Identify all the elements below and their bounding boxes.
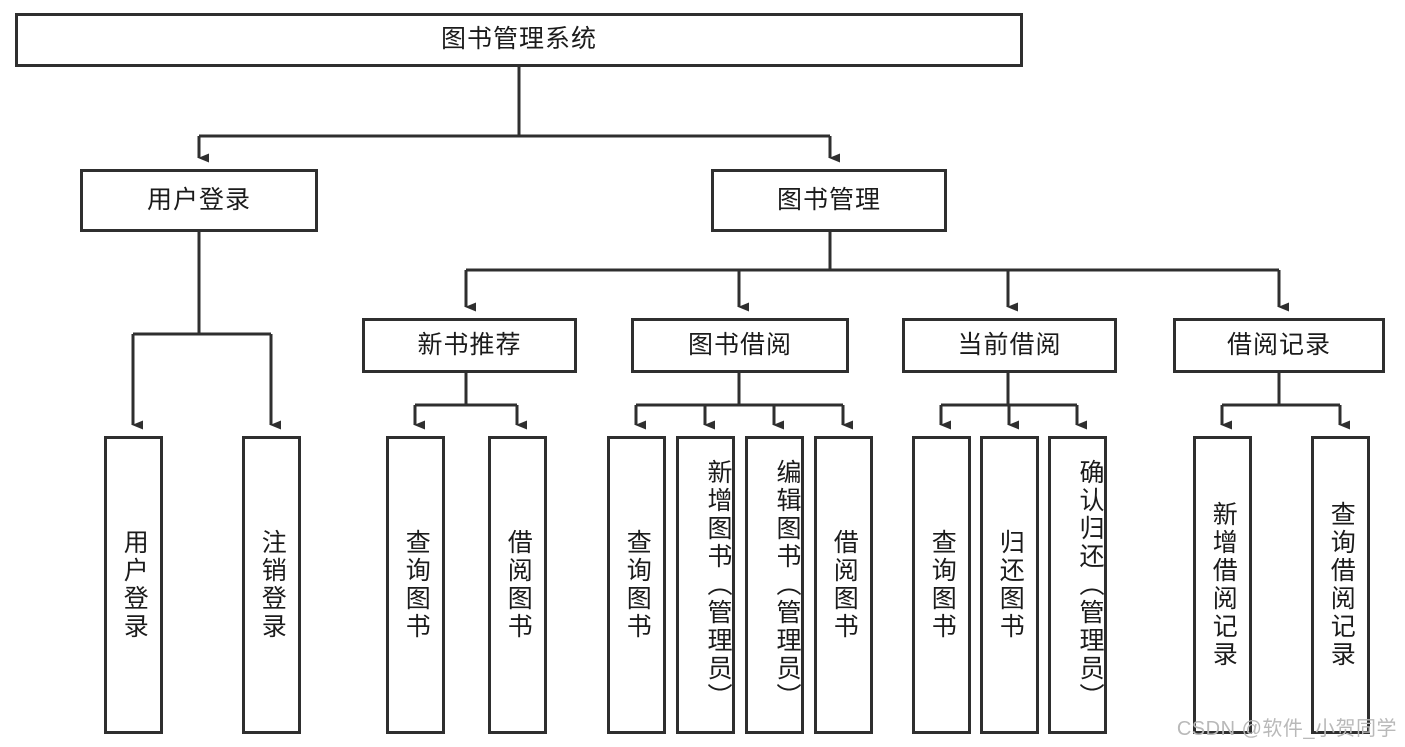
node-leaf-query-record-label: 查询借阅记录 (1327, 501, 1356, 669)
node-leaf-add-record-label: 新增借阅记录 (1209, 501, 1238, 669)
node-leaf-edit-book-label: 编辑图书（管理员） (773, 459, 801, 711)
node-leaf-add-record[interactable]: 新增借阅记录 (1193, 436, 1252, 734)
node-leaf-user-login-label: 用户登录 (120, 529, 149, 641)
node-leaf-logout-label: 注销登录 (258, 529, 287, 641)
node-new-book-rec-label: 新书推荐 (417, 330, 522, 359)
csdn-watermark: CSDN @软件_小贺同学 (1176, 718, 1397, 740)
node-user-login[interactable]: 用户登录 (80, 169, 318, 232)
node-leaf-borrow-book-b-label: 借阅图书 (830, 529, 859, 641)
node-leaf-return-book-label: 归还图书 (996, 529, 1025, 641)
node-borrow-record-label: 借阅记录 (1226, 330, 1331, 359)
node-leaf-query-book-b[interactable]: 查询图书 (607, 436, 666, 734)
node-leaf-query-book-c[interactable]: 查询图书 (912, 436, 971, 734)
node-book-manage[interactable]: 图书管理 (711, 169, 947, 232)
node-leaf-return-book[interactable]: 归还图书 (980, 436, 1039, 734)
node-leaf-borrow-book-a-label: 借阅图书 (504, 529, 533, 641)
node-leaf-confirm-return[interactable]: 确认归还（管理员） (1048, 436, 1107, 734)
node-leaf-edit-book[interactable]: 编辑图书（管理员） (745, 436, 804, 734)
node-book-borrow[interactable]: 图书借阅 (631, 318, 849, 373)
node-leaf-logout[interactable]: 注销登录 (242, 436, 301, 734)
node-leaf-user-login[interactable]: 用户登录 (104, 436, 163, 734)
node-current-borrow[interactable]: 当前借阅 (902, 318, 1117, 373)
node-leaf-query-book-a-label: 查询图书 (402, 529, 431, 641)
node-root-label: 图书管理系统 (440, 25, 597, 54)
node-borrow-record[interactable]: 借阅记录 (1173, 318, 1385, 373)
node-leaf-add-book-label: 新增图书（管理员） (704, 459, 732, 711)
node-leaf-query-book-a[interactable]: 查询图书 (386, 436, 445, 734)
node-leaf-confirm-return-label: 确认归还（管理员） (1076, 459, 1104, 711)
node-leaf-borrow-book-b[interactable]: 借阅图书 (814, 436, 873, 734)
node-current-borrow-label: 当前借阅 (957, 330, 1062, 359)
node-leaf-query-book-c-label: 查询图书 (928, 529, 957, 641)
node-root[interactable]: 图书管理系统 (15, 13, 1023, 67)
node-book-borrow-label: 图书借阅 (687, 330, 792, 359)
node-leaf-add-book[interactable]: 新增图书（管理员） (676, 436, 735, 734)
node-book-manage-label: 图书管理 (776, 185, 881, 214)
node-leaf-borrow-book-a[interactable]: 借阅图书 (488, 436, 547, 734)
node-leaf-query-record[interactable]: 查询借阅记录 (1311, 436, 1370, 734)
node-new-book-rec[interactable]: 新书推荐 (362, 318, 577, 373)
node-user-login-label: 用户登录 (146, 185, 251, 214)
node-leaf-query-book-b-label: 查询图书 (623, 529, 652, 641)
